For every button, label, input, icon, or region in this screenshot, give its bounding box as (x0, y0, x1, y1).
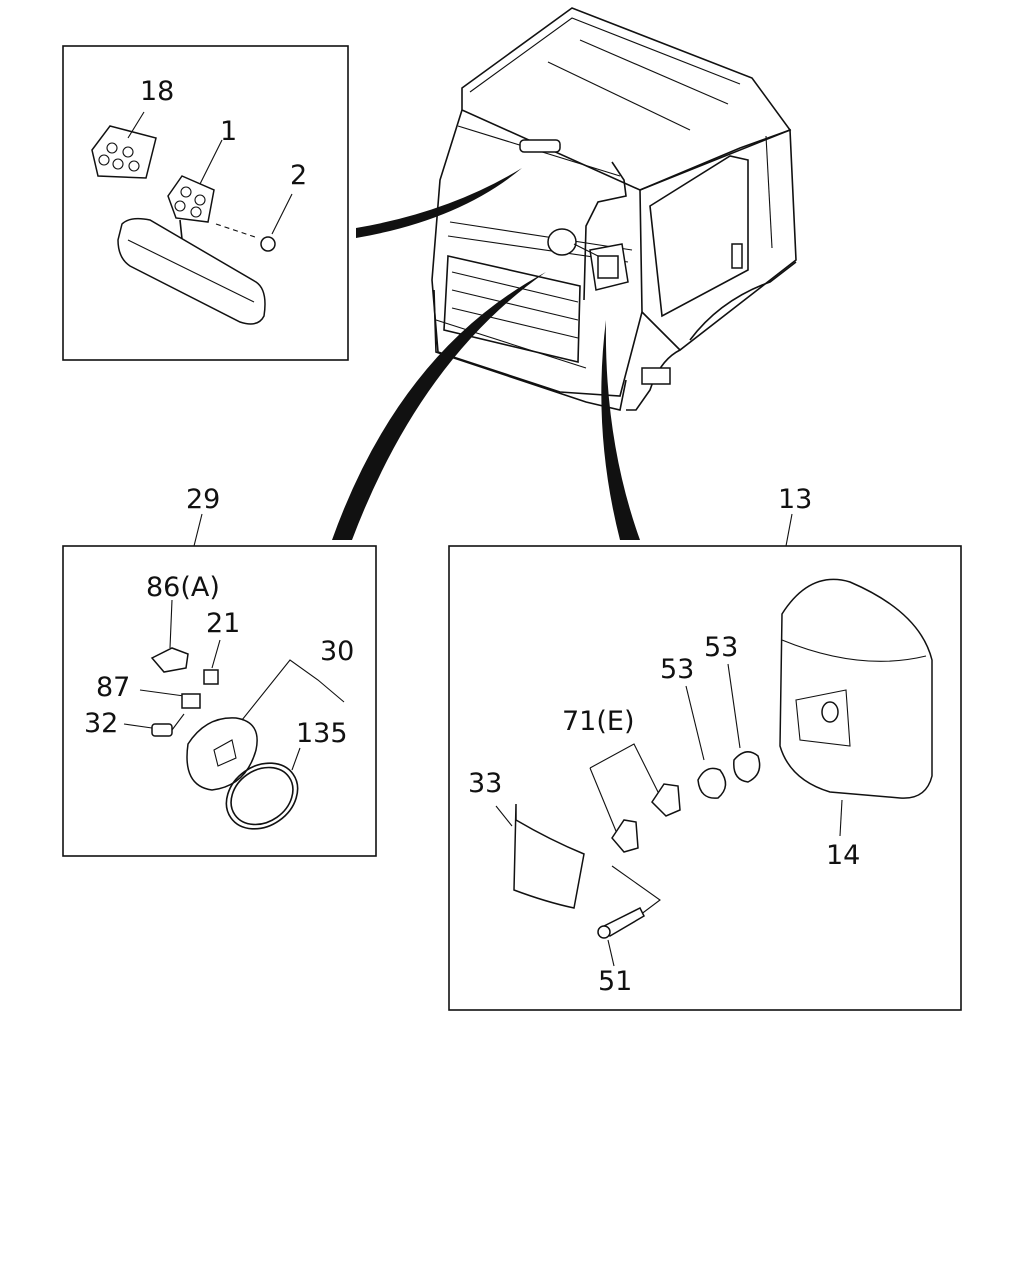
part-1-mount (167, 175, 215, 223)
label-32: 32 (84, 708, 118, 739)
part-71e-clamp-lower (611, 819, 639, 853)
box-side-mirror: 14 53 53 71(E) 33 51 (448, 545, 962, 1011)
pointer-side-mirror (601, 320, 640, 540)
side-marker-icon (641, 367, 671, 385)
part-21-nut-icon (203, 669, 219, 685)
part-135-ring (225, 762, 299, 830)
label-87: 87 (96, 672, 130, 703)
pointer-interior-mirror (356, 168, 522, 238)
part-2-screw-icon (260, 236, 276, 252)
label-13: 13 (778, 484, 812, 515)
part-71e-clamp-upper (651, 783, 681, 817)
label-53-right: 53 (704, 632, 738, 663)
label-14: 14 (826, 840, 860, 871)
part-86a-bracket (150, 647, 189, 673)
label-135: 135 (296, 718, 348, 749)
part-14-mirror-housing (779, 578, 933, 799)
interior-light-icon (519, 139, 561, 153)
label-2: 2 (290, 160, 307, 191)
part-53-cap-right (733, 751, 761, 783)
label-21: 21 (206, 608, 240, 639)
label-30: 30 (320, 636, 354, 667)
part-18-pad (91, 125, 157, 179)
label-71e: 71(E) (562, 706, 634, 737)
label-1: 1 (220, 116, 237, 147)
label-33: 33 (468, 768, 502, 799)
box-interior-mirror: 18 1 2 (62, 45, 349, 361)
label-18: 18 (140, 76, 174, 107)
truck-cab (431, 7, 797, 411)
part-53-cap-left (697, 767, 727, 799)
label-53-left: 53 (660, 654, 694, 685)
round-mirror-icon (547, 228, 577, 256)
part-87-clip-icon (181, 693, 201, 709)
box-round-mirror: 86(A) 21 87 32 30 135 (62, 545, 377, 857)
part-32-bolt-icon (151, 723, 173, 737)
door-handle-icon (731, 243, 743, 269)
pointer-round-mirror (332, 272, 546, 540)
label-86a: 86(A) (146, 572, 220, 603)
label-29: 29 (186, 484, 220, 515)
part-30-round-mirror (186, 717, 258, 791)
part-33-cover (513, 803, 585, 909)
label-51: 51 (598, 966, 632, 997)
